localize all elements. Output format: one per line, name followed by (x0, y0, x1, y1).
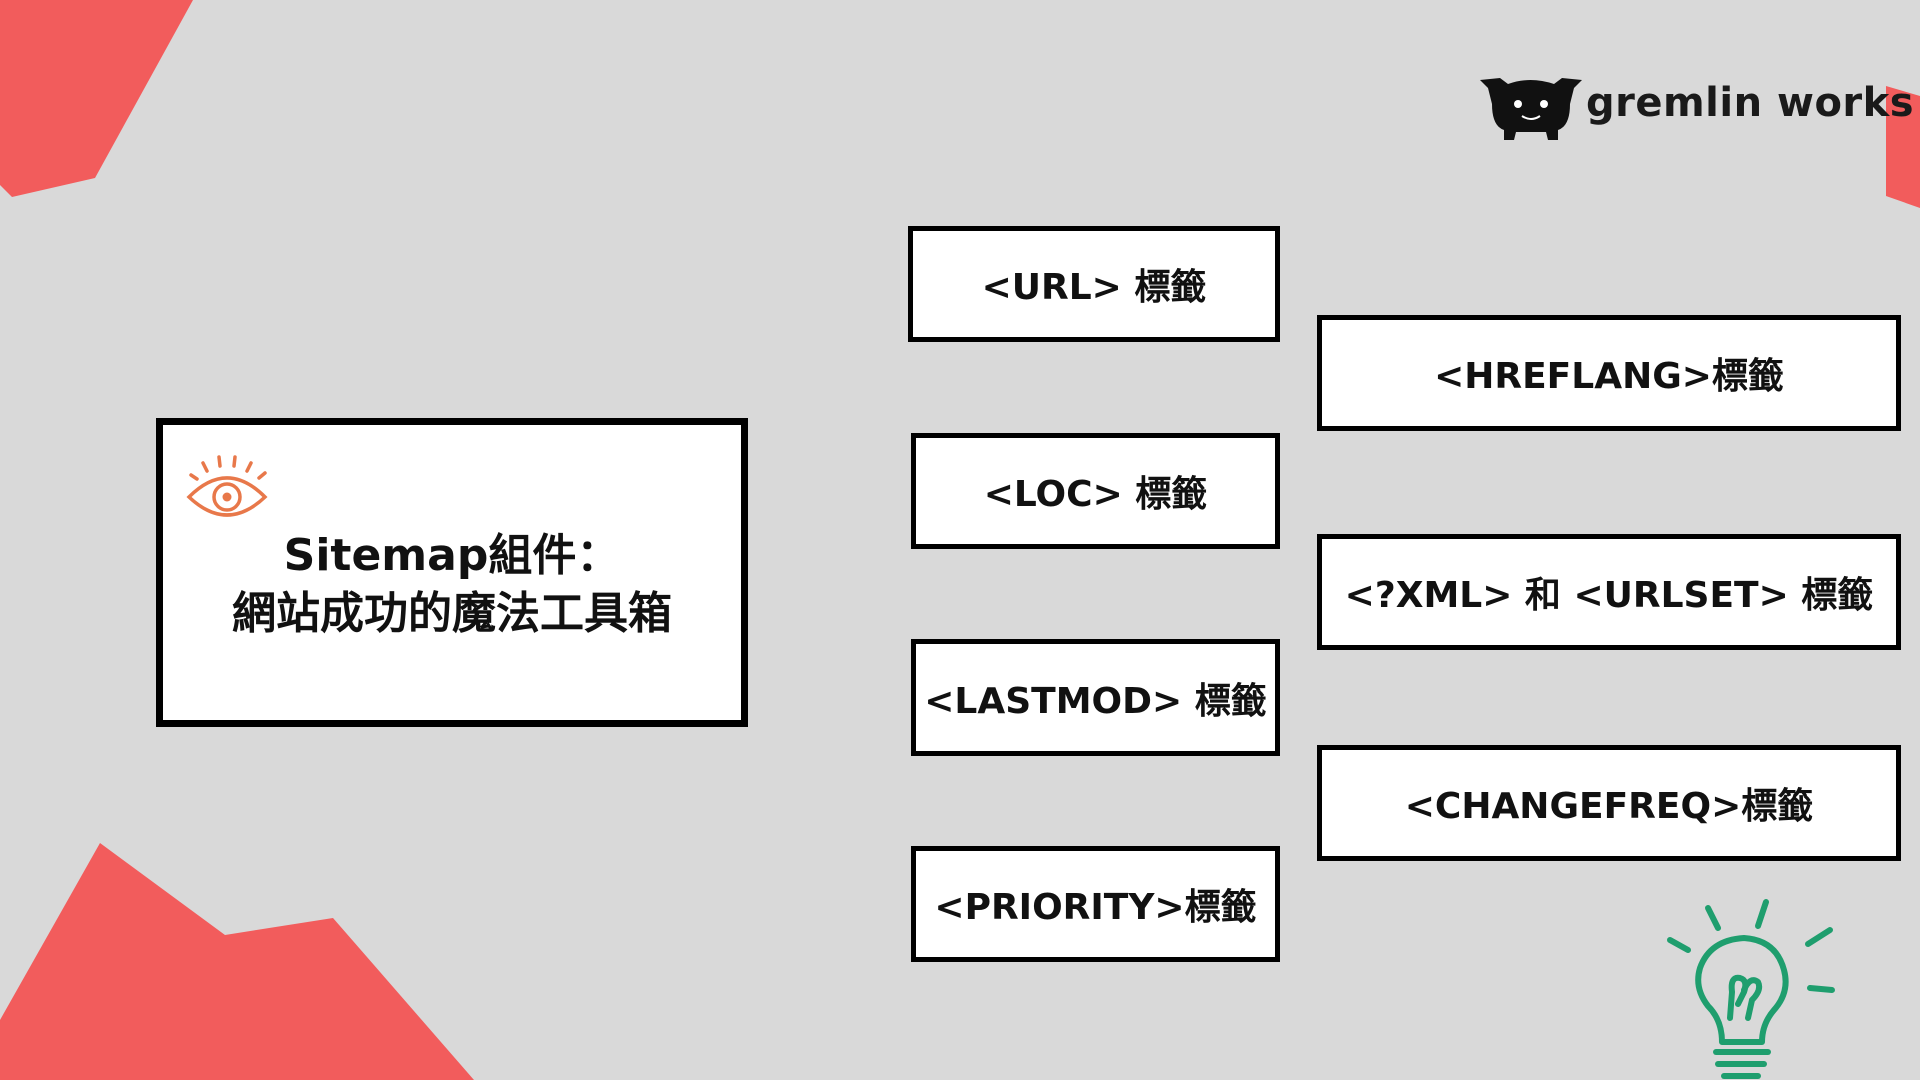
right-edge-red-shape (1886, 86, 1920, 208)
bottom-left-red-shape (0, 843, 474, 1080)
changefreq-tag-box: <CHANGEFREQ>標籤 (1317, 745, 1901, 861)
main-title-line2: 網站成功的魔法工具箱 (232, 588, 672, 639)
logo-text: gremlin works (1586, 80, 1915, 126)
lastmod-tag-box: <LASTMOD> 標籤 (911, 639, 1280, 756)
eye-icon (186, 455, 268, 517)
lightbulb-icon (1667, 899, 1835, 1079)
main-title: Sitemap組件： 網站成功的魔法工具箱 (163, 527, 741, 643)
priority-tag-box: <PRIORITY>標籤 (911, 846, 1280, 962)
main-topic-box: Sitemap組件： 網站成功的魔法工具箱 (156, 418, 748, 727)
hreflang-tag-box: <HREFLANG>標籤 (1317, 315, 1901, 431)
gremlin-mascot-icon (1480, 78, 1582, 140)
xml-urlset-tag-box: <?XML> 和 <URLSET> 標籤 (1317, 534, 1901, 650)
loc-tag-box: <LOC> 標籤 (911, 433, 1280, 549)
top-left-red-shape (0, 0, 193, 197)
url-tag-box: <URL> 標籤 (908, 226, 1280, 342)
main-title-line1: Sitemap組件： (283, 530, 621, 581)
gremlin-works-logo: gremlin works (1478, 74, 1914, 144)
